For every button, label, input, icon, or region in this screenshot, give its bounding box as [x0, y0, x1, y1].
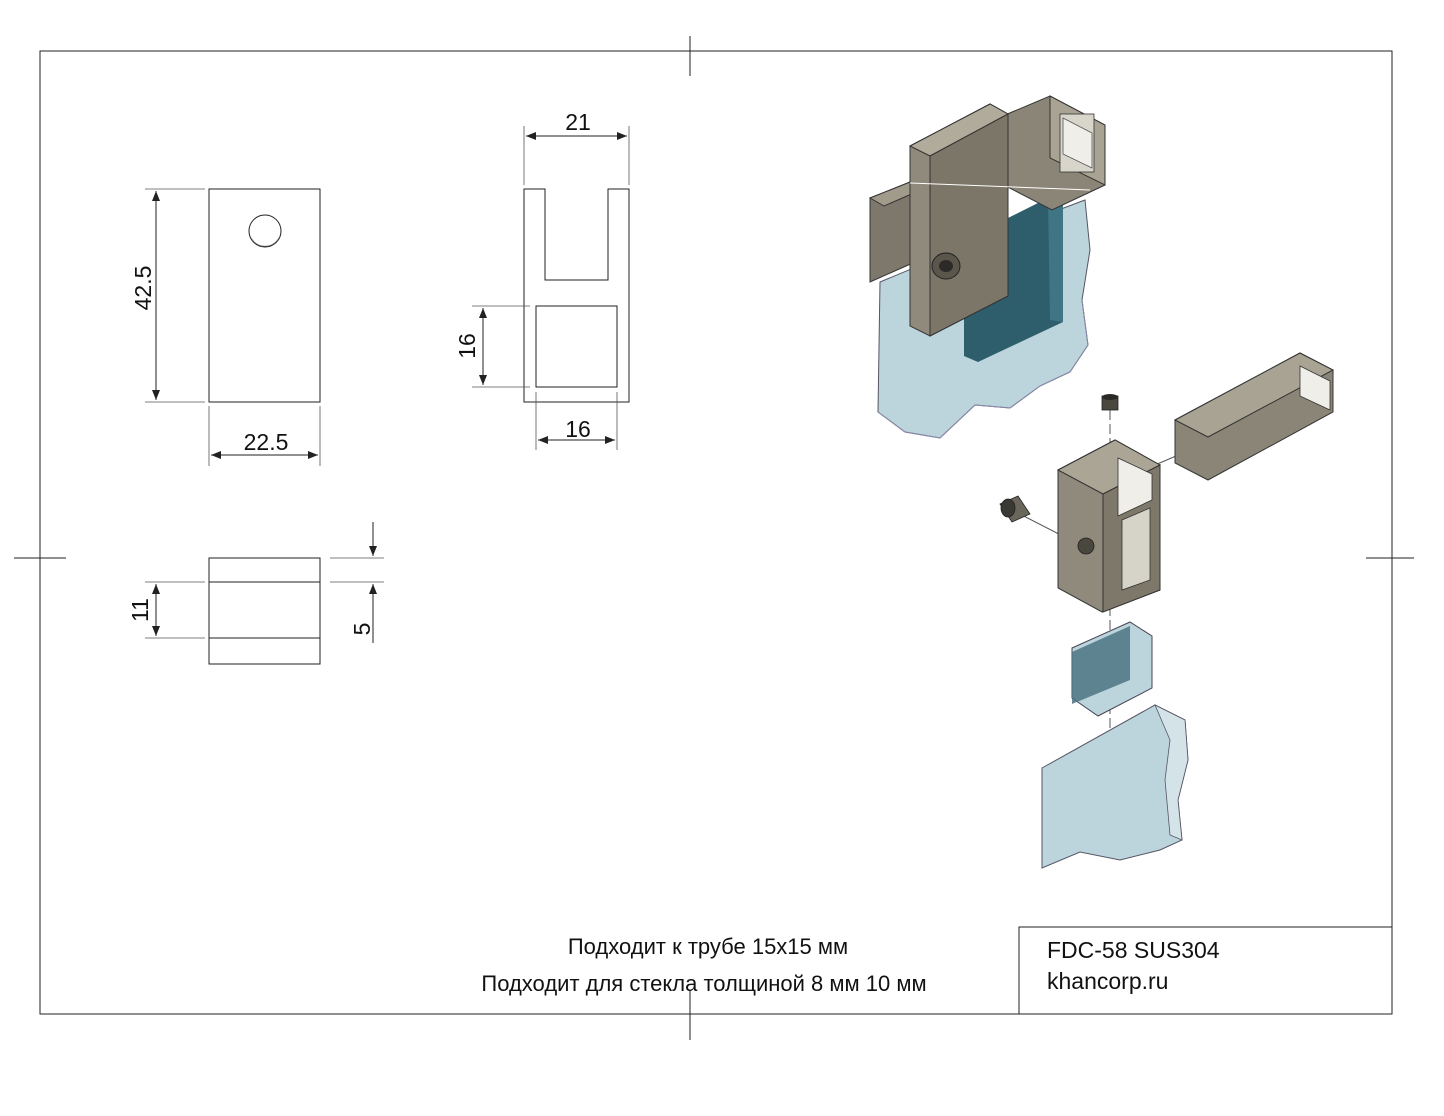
dim-front-width: 22.5: [244, 429, 289, 455]
dim-front-height: 42.5: [130, 266, 156, 311]
dim-side-top-width: 21: [565, 109, 591, 135]
center-marks: [14, 36, 1414, 1040]
front-view: 42.5 22.5: [130, 188, 321, 466]
dim-side-square-height: 16: [454, 333, 480, 359]
note-glass-thickness: Подходит для стекла толщиной 8 мм 10 мм: [481, 971, 926, 996]
exploded-isometric-view: [999, 352, 1335, 869]
dim-bottom-groove: 5: [349, 623, 375, 636]
note-tube-size: Подходит к трубе 15x15 мм: [568, 934, 848, 959]
assembled-isometric-view: [868, 95, 1106, 439]
title-block: FDC-58 SUS304 khancorp.ru: [1018, 926, 1393, 1015]
title-site: khancorp.ru: [1047, 968, 1168, 994]
dim-bottom-height: 11: [127, 598, 153, 622]
drawing-frame: [39, 50, 1393, 1015]
side-view: 21 16 16: [454, 109, 630, 450]
title-model: FDC-58 SUS304: [1047, 937, 1220, 963]
dim-side-square-width: 16: [565, 416, 591, 442]
bottom-view: 11 5: [127, 522, 384, 665]
